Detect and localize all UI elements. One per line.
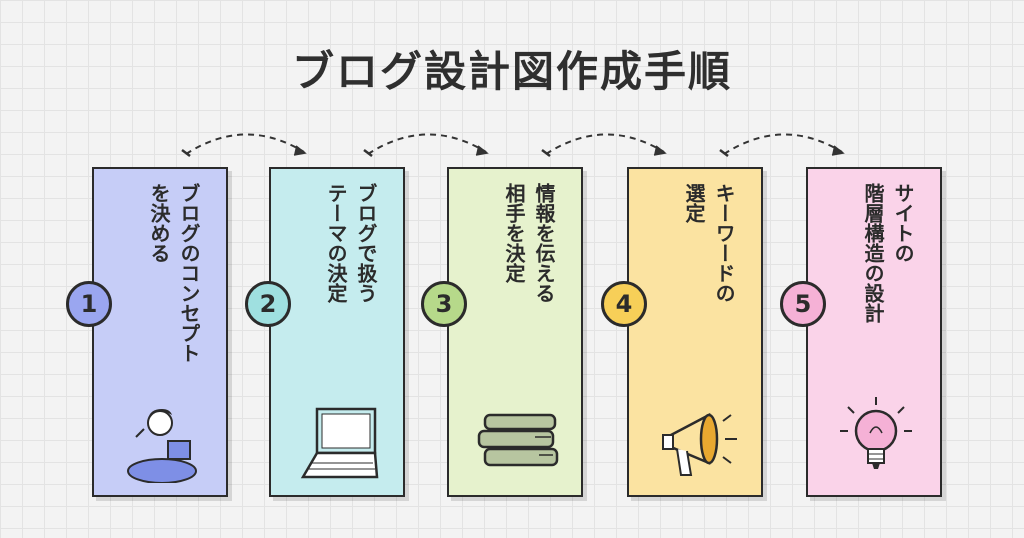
lightbulb-icon (840, 397, 912, 469)
step-number: 5 (794, 290, 812, 318)
connector-arrow-1-2 (181, 133, 307, 157)
connector-arrow-4-5 (719, 133, 845, 157)
page-title: ブログ設計図作成手順 (291, 47, 732, 96)
step-card-2: ブログで扱う テーマの決定 (269, 167, 405, 497)
connector-arrow-2-3 (363, 133, 489, 157)
step-number: 3 (435, 290, 453, 318)
step-text: サイトの 階層構造の設計 (861, 183, 915, 323)
book-stack-icon (477, 413, 559, 467)
megaphone-icon (662, 412, 737, 476)
step-text: 情報を伝える 相手を決定 (502, 183, 556, 303)
step-text: ブログのコンセプト を決める (147, 183, 201, 363)
step-number: 2 (259, 290, 277, 318)
step-card-1: ブログのコンセプト を決める (92, 167, 228, 497)
person-holding-book-icon (127, 409, 197, 483)
step-number-badge-2: 2 (245, 281, 291, 327)
step-number-badge-1: 1 (66, 281, 112, 327)
step-text: キーワードの 選定 (682, 183, 736, 303)
step-number-badge-3: 3 (421, 281, 467, 327)
step-card-4: キーワードの 選定 (627, 167, 763, 497)
laptop-icon (300, 407, 379, 479)
step-number: 4 (615, 290, 633, 318)
step-number-badge-5: 5 (780, 281, 826, 327)
step-number: 1 (80, 290, 98, 318)
step-text: ブログで扱う テーマの決定 (324, 183, 378, 303)
connector-arrow-3-4 (541, 133, 667, 157)
step-number-badge-4: 4 (601, 281, 647, 327)
step-card-3: 情報を伝える 相手を決定 (447, 167, 583, 497)
step-card-5: サイトの 階層構造の設計 (806, 167, 942, 497)
